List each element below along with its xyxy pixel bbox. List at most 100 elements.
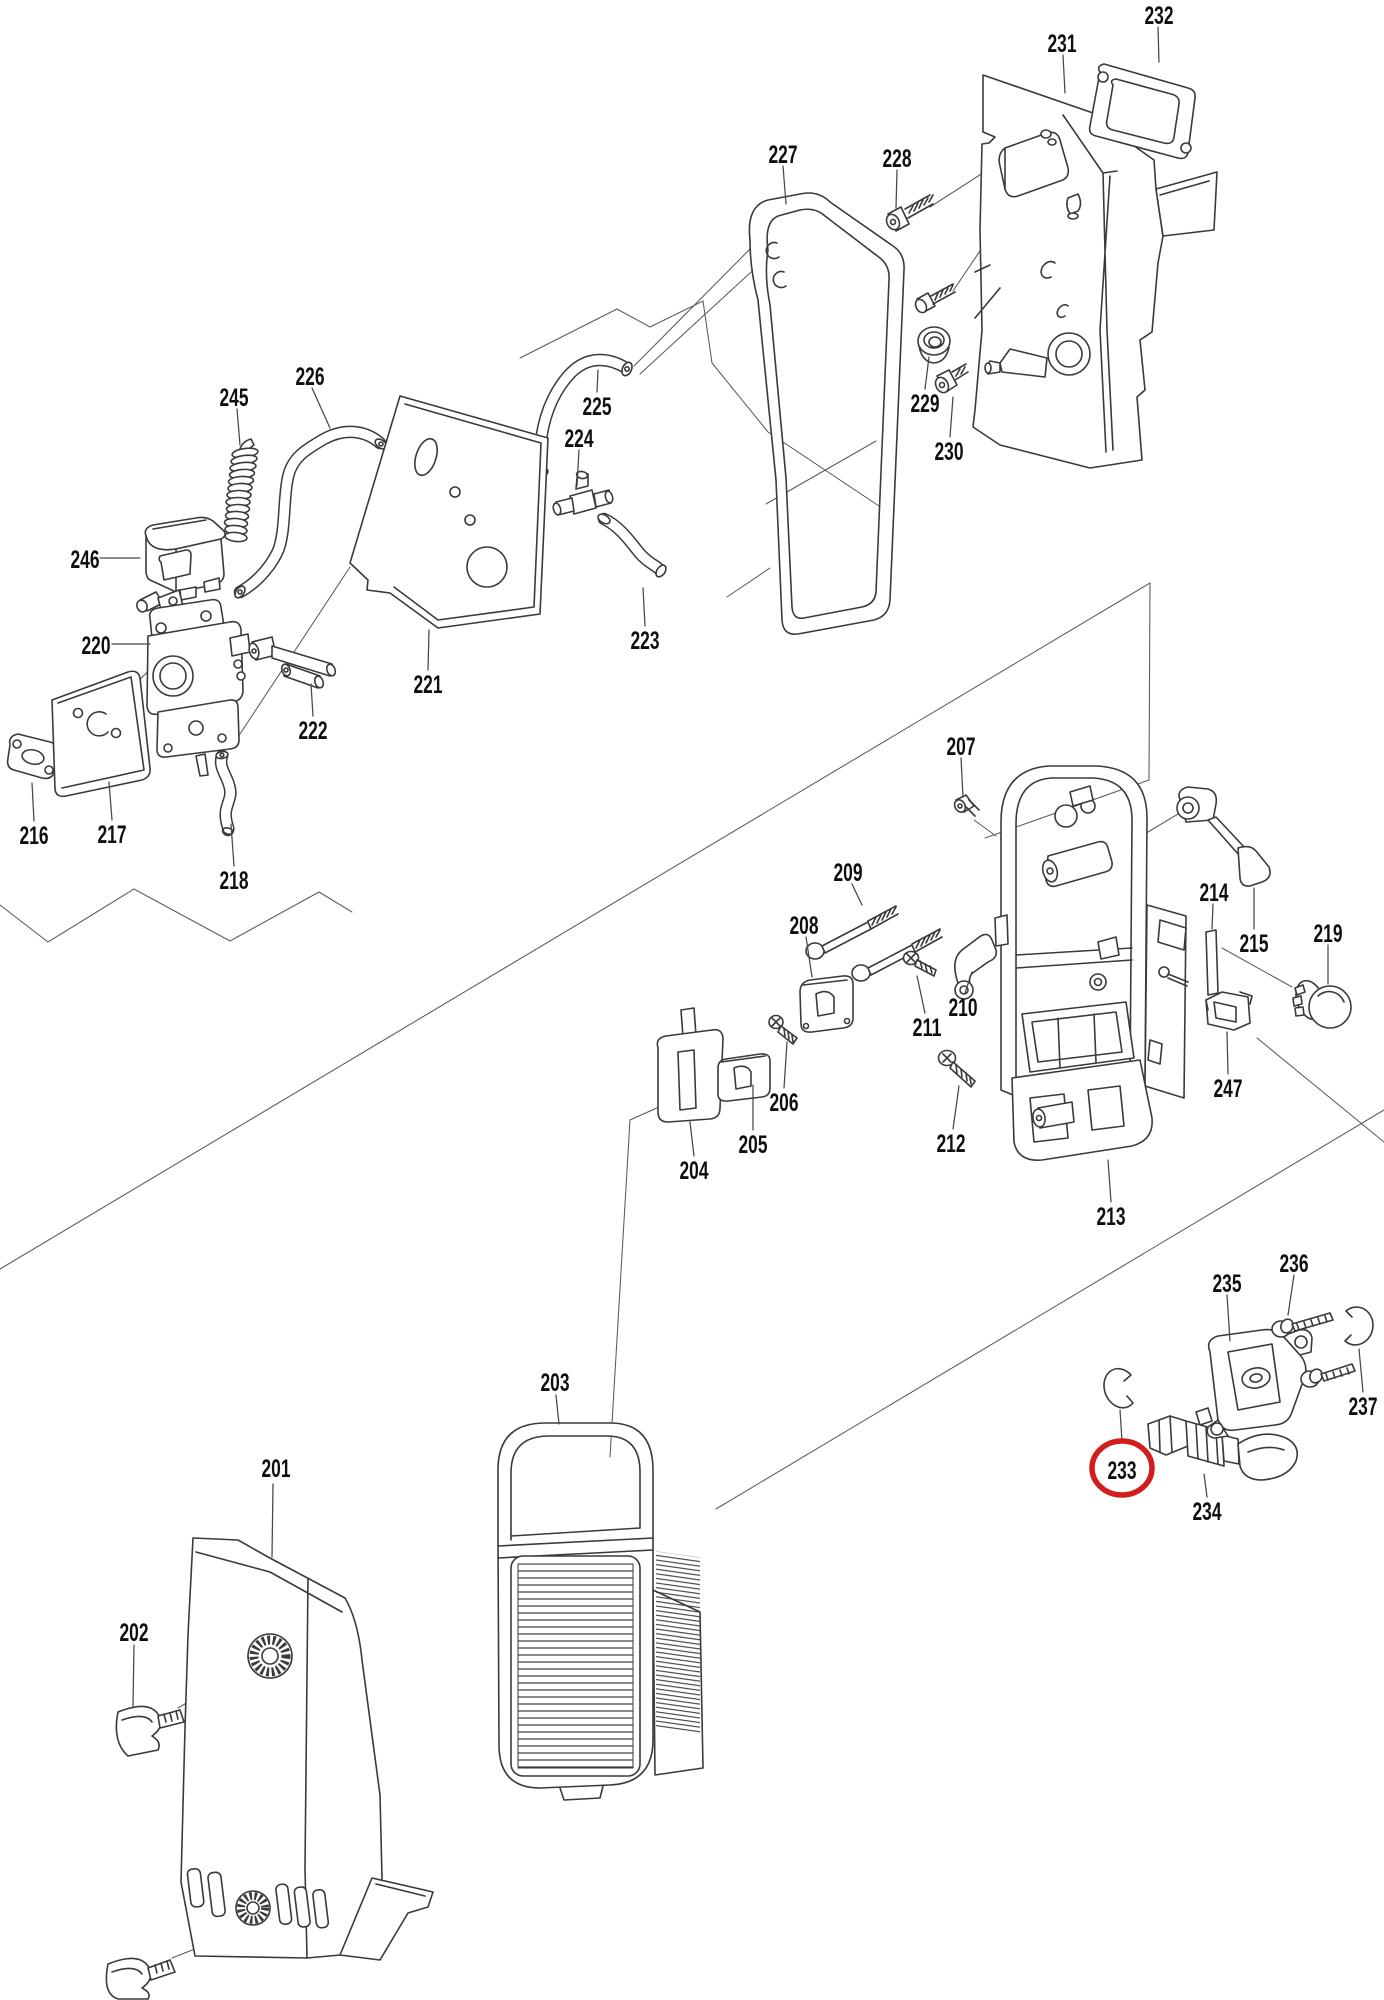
part-label-201: 201 [262,1455,291,1483]
leader-204 [689,1121,695,1157]
screw207-axis [973,819,997,837]
part-247-clip-drawing [1205,991,1253,1031]
part-label-229: 229 [911,390,940,418]
part-drawings [6,63,1374,2000]
leader-208 [805,936,813,978]
part-201-cover-drawing [180,1537,434,1961]
part-label-230: 230 [935,438,964,466]
highlight-circle-233 [1089,1438,1155,1498]
part-219-primer-bulb-drawing [1292,979,1352,1029]
leader-218 [230,823,235,867]
part-label-204: 204 [680,1157,709,1185]
leader-245 [236,408,241,446]
bulb219-align [1221,947,1293,988]
leader-247 [1226,1031,1229,1075]
part-label-224: 224 [565,425,594,453]
leader-236 [1287,1274,1295,1316]
part-label-202: 202 [120,1619,149,1647]
part-label-221: 221 [414,671,443,699]
leader-222 [310,683,314,717]
group-boundary-diagonal-2 [715,1109,1384,1510]
part-label-225: 225 [583,393,612,421]
part-231-backing-plate-drawing [972,74,1218,469]
part-211-screw-drawing [902,950,937,977]
part-label-222: 222 [299,717,328,745]
part-label-218: 218 [220,867,249,895]
leader-227 [782,165,787,205]
part-218-tube-drawing [214,749,237,837]
group-boundary-vertical-2 [609,1089,698,1458]
label-halo [1159,1472,1255,1552]
part-223-elbow-hose-drawing [597,512,667,578]
part-220-carburetor-drawing [136,589,251,777]
part-label-223: 223 [631,627,660,655]
part-203-air-filter-drawing [497,1422,704,1801]
part-202-wing-knobs-drawing [105,1705,185,2000]
leader-212 [952,1085,960,1130]
hose225-align-a [633,243,756,367]
part-label-247: 247 [1214,1075,1243,1103]
part-label-236: 236 [1280,1250,1309,1278]
part-209-bolts-drawing [805,905,943,982]
leader-210 [964,971,973,994]
leader-217 [108,781,113,821]
leader-207 [960,757,964,798]
leader-224 [576,449,580,487]
part-label-234: 234 [1193,1498,1222,1526]
hose225-align-b [639,261,763,375]
leader-232 [1157,26,1160,63]
part-221-plate-drawing [349,395,549,629]
part-label-213: 213 [1097,1203,1126,1231]
part-label-203: 203 [541,1369,570,1397]
part-230-bolt-drawing [934,363,969,394]
leader-231 [1062,54,1066,94]
part-207-screw-drawing [953,794,980,817]
leader-225 [596,369,599,393]
part-217-insulator-plate-drawing [51,670,151,798]
part-226-tube-drawing [233,425,388,599]
part-label-233: 233 [1108,1457,1137,1485]
part-label-216: 216 [20,822,49,850]
part-236-screws-drawing [1271,1312,1356,1388]
part-label-206: 206 [770,1089,799,1117]
part-246-cover-box-drawing [144,516,226,601]
fold-line-short [726,567,771,598]
part-227-gasket-drawing [748,192,905,636]
torn-edge-zigzag-upper [519,300,883,509]
part-label-220: 220 [82,632,111,660]
leader-216 [31,782,35,822]
part-label-211: 211 [913,1014,942,1042]
part-label-232: 232 [1145,2,1174,30]
alignment-line-frame-to-right [1256,1037,1384,1143]
part-224-tee-fitting-drawing [552,470,614,516]
leader-201 [271,1483,274,1558]
leader-214 [1211,903,1214,930]
leader-203 [555,1394,560,1425]
leader-213 [1107,1159,1112,1203]
leader-206 [783,1041,788,1089]
leader-235 [1226,1294,1231,1342]
part-232-gasket-drawing [1088,63,1196,160]
part-label-207: 207 [947,733,976,761]
leader-237 [1358,1348,1364,1393]
leader-228 [895,169,898,209]
part-228-bolts-drawing [885,194,956,314]
part-label-227: 227 [769,141,798,169]
part-label-245: 245 [220,384,249,412]
leader-223 [642,587,646,627]
leader-229 [924,356,930,390]
part-229-collar-drawing [917,326,951,364]
part-204-choke-key-drawing [656,1007,724,1123]
leader-209 [851,883,863,906]
part-label-209: 209 [834,859,863,887]
part-222-pipe-joint-drawing [248,636,337,689]
part-214-strip-drawing [1205,929,1219,996]
leader-lines [31,26,1364,1707]
part-234-valve-drawing [1147,1407,1299,1552]
group-boundary-diagonal-1 [0,582,1151,1270]
part-label-219: 219 [1314,920,1343,948]
part-label-208: 208 [790,912,819,940]
part-237-c-ring-drawing [1344,1306,1374,1346]
part-label-235: 235 [1213,1270,1242,1298]
